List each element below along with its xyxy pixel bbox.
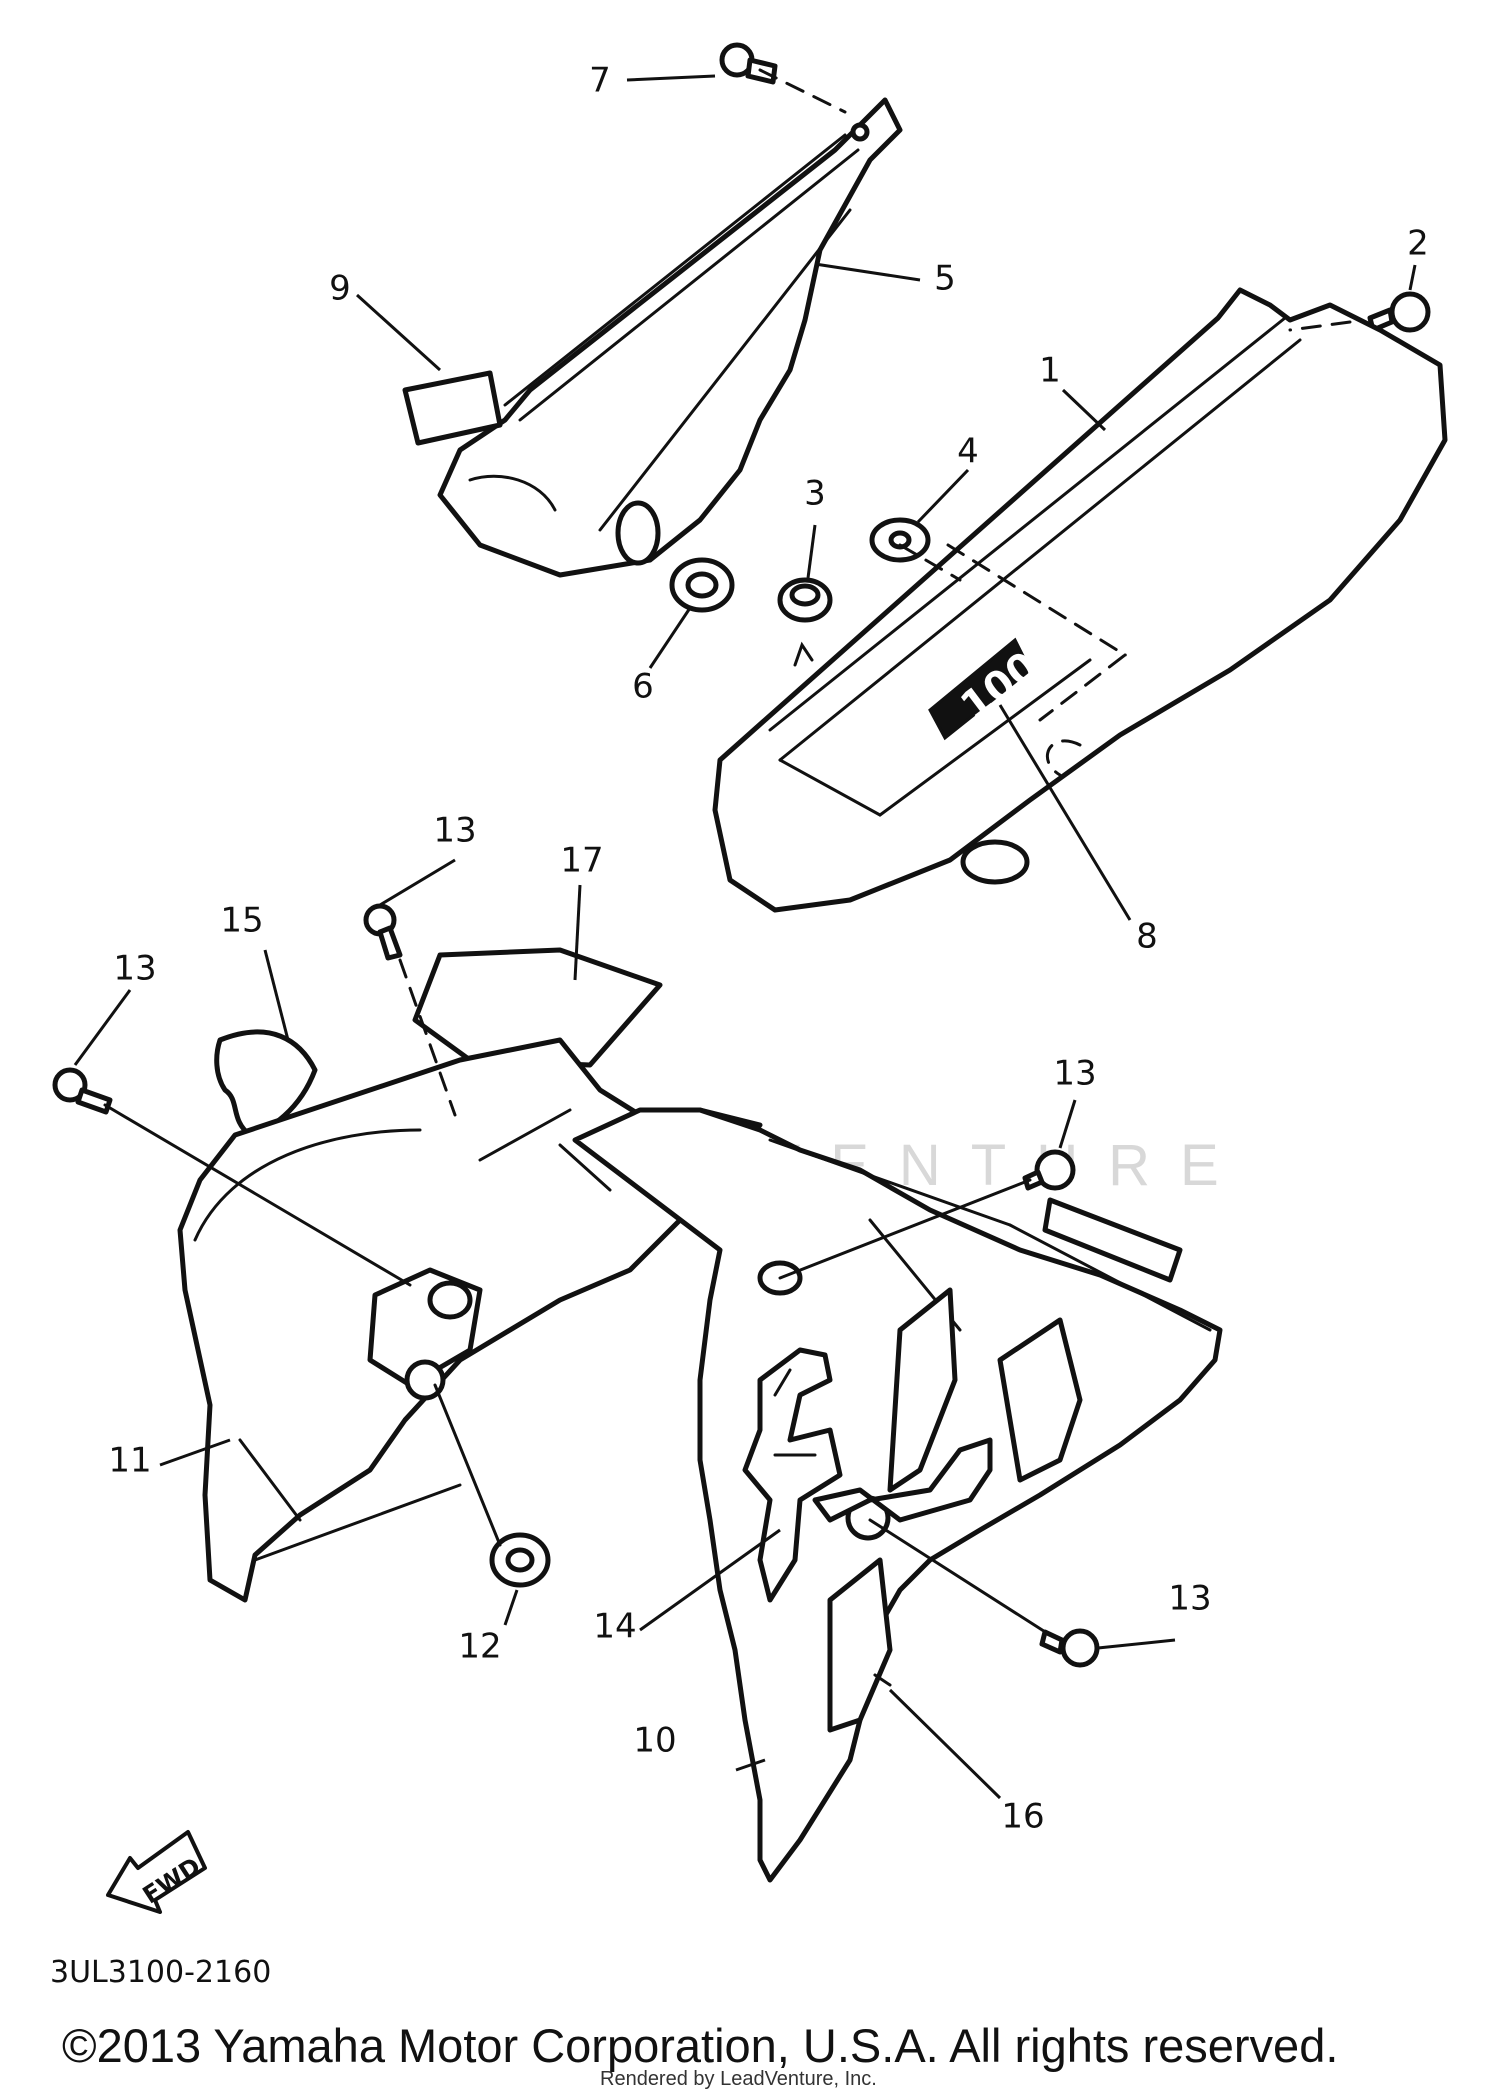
part-1-side-cover: 100 — [712, 287, 1448, 913]
part-2-bolt — [1367, 291, 1431, 333]
callout-8: 8 — [1136, 917, 1158, 957]
callout-2: 2 — [1407, 224, 1429, 264]
callouts: 7 2 1 3 4 5 6 8 9 10 11 12 13 13 13 13 1… — [108, 61, 1428, 1837]
callout-11: 11 — [108, 1441, 151, 1481]
callout-3: 3 — [804, 474, 826, 514]
part-4-washer — [869, 517, 931, 563]
callout-1: 1 — [1039, 351, 1061, 391]
part-13-bolt-c — [1022, 1149, 1076, 1191]
drawing-code: 3UL3100-2160 — [50, 1955, 271, 1990]
callout-14: 14 — [593, 1607, 636, 1647]
part-10-main-cover — [572, 1107, 1223, 1883]
part-13-bolt-d — [1039, 1628, 1100, 1668]
leader-lines — [73, 74, 1417, 1800]
part-16-mark — [873, 1673, 892, 1687]
part-7-bolt — [719, 42, 778, 85]
callout-4: 4 — [957, 432, 979, 472]
callout-13-b: 13 — [113, 949, 156, 989]
part-13-bolt-a — [363, 903, 403, 961]
callout-13-d: 13 — [1168, 1579, 1211, 1619]
callout-6: 6 — [632, 667, 654, 707]
part-13-bolt-b — [52, 1067, 113, 1115]
assembly-lines — [103, 68, 1352, 1637]
part-9-label — [402, 370, 503, 446]
callout-17: 17 — [560, 841, 603, 881]
callout-10: 10 — [633, 1721, 676, 1761]
callout-15: 15 — [220, 901, 263, 941]
fwd-arrow: FWD — [106, 1830, 207, 1914]
callout-5: 5 — [934, 259, 956, 299]
callout-12: 12 — [458, 1627, 501, 1667]
callout-13-a: 13 — [433, 811, 476, 851]
part-12-grommet — [489, 1532, 551, 1588]
part-8-decal-plate — [928, 637, 1032, 741]
callout-13-c: 13 — [1053, 1054, 1096, 1094]
callout-16: 16 — [1001, 1797, 1044, 1837]
part-11-side-panel — [177, 1037, 763, 1603]
part-3-grommet — [777, 577, 833, 667]
part-5-inner-cover — [437, 97, 903, 578]
part-6-grommet — [669, 557, 735, 613]
copyright-notice: ©2013 Yamaha Motor Corporation, U.S.A. A… — [62, 2019, 1338, 2072]
callout-7: 7 — [589, 61, 611, 101]
part-17-sheet — [412, 947, 663, 1068]
callout-9: 9 — [329, 269, 351, 309]
rendered-by: Rendered by LeadVenture, Inc. — [600, 2068, 877, 2090]
